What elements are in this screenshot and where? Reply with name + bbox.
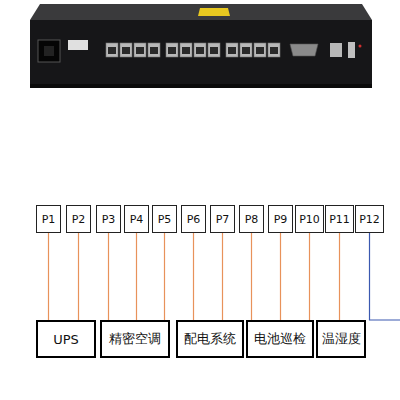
device-front [30, 20, 372, 86]
signal-wire [280, 233, 281, 320]
device-label-sticker [68, 40, 88, 50]
warning-sticker [198, 8, 230, 16]
system-box: 温湿度 [316, 320, 366, 358]
rj45-ports [106, 43, 280, 57]
signal-wire [222, 233, 223, 320]
blue-wire [370, 233, 400, 320]
power-socket-inner [44, 46, 54, 56]
usb-port [348, 42, 355, 58]
rj45-port-holes [108, 47, 278, 54]
device-bottom-edge [30, 84, 372, 88]
system-box: 电池巡检 [246, 320, 314, 358]
signal-wire [78, 233, 79, 320]
system-label: 温湿度 [322, 330, 361, 348]
signal-wire [309, 233, 310, 320]
signal-wire [193, 233, 194, 320]
network-port [330, 43, 342, 57]
status-led [359, 45, 362, 48]
port-label: P8 [245, 213, 259, 226]
port-label: P12 [359, 213, 380, 226]
port-box: P2 [66, 205, 91, 233]
signal-wire [136, 233, 137, 320]
port-box: P12 [355, 205, 384, 233]
power-socket [38, 40, 60, 62]
port-box: P3 [96, 205, 121, 233]
system-box: 配电系统 [176, 320, 244, 358]
port-box: P8 [239, 205, 264, 233]
system-box: 精密空调 [100, 320, 170, 358]
port-box: P1 [36, 205, 61, 233]
port-box: P5 [152, 205, 177, 233]
port-label: P4 [130, 213, 144, 226]
port-box: P11 [325, 205, 354, 233]
system-label: UPS [53, 332, 79, 347]
port-box: P10 [295, 205, 324, 233]
system-label: 精密空调 [109, 330, 161, 348]
serial-port [290, 44, 318, 56]
port-label: P11 [329, 213, 350, 226]
port-box: P4 [124, 205, 149, 233]
system-label: 配电系统 [184, 330, 236, 348]
port-label: P10 [299, 213, 320, 226]
port-label: P2 [72, 213, 86, 226]
signal-wire [339, 233, 340, 320]
port-box: P7 [210, 205, 235, 233]
system-box: UPS [36, 320, 96, 358]
system-label: 电池巡检 [254, 330, 306, 348]
port-label: P1 [42, 213, 56, 226]
port-label: P3 [102, 213, 116, 226]
signal-wire [108, 233, 109, 320]
port-label: P6 [187, 213, 201, 226]
port-box: P6 [181, 205, 206, 233]
device-top [30, 4, 372, 20]
port-box: P9 [268, 205, 293, 233]
port-label: P9 [274, 213, 288, 226]
port-label: P7 [216, 213, 230, 226]
signal-wire [164, 233, 165, 320]
signal-wire [48, 233, 49, 320]
signal-wire [251, 233, 252, 320]
port-label: P5 [158, 213, 172, 226]
